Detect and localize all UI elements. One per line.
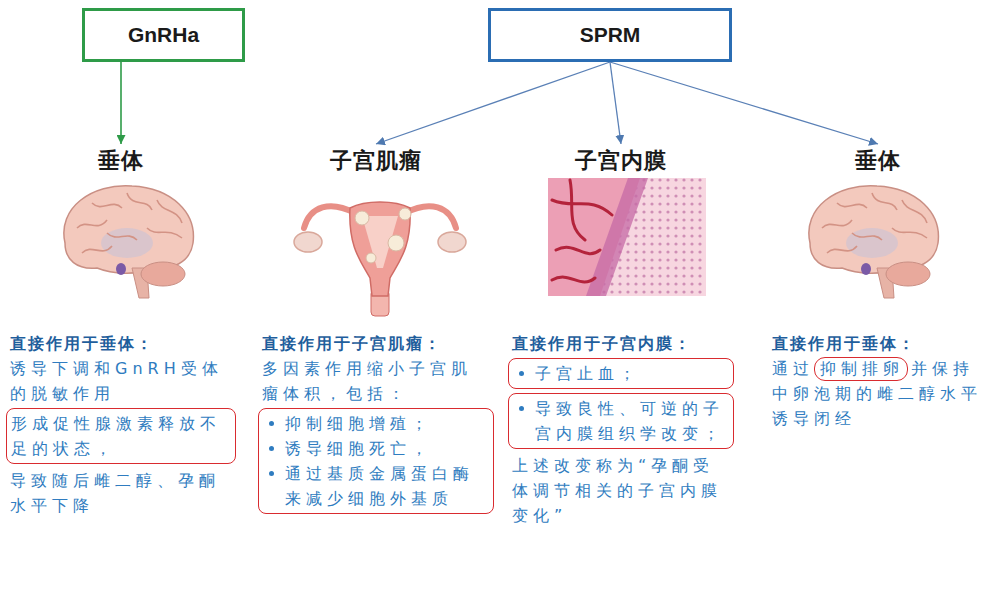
bullet-dot bbox=[269, 446, 274, 451]
ovary bbox=[438, 232, 466, 252]
bullet-text: 通过基质金属蛋白酶来减少细胞外基质 bbox=[285, 464, 474, 508]
image-space bbox=[512, 176, 730, 332]
fibroid bbox=[366, 253, 376, 263]
bullet-item: 导致良性、可逆的子宫内膜组织学改变； bbox=[513, 396, 729, 446]
body-text: 上述改变称为“孕酮受体调节相关的子宫内膜变化” bbox=[512, 453, 730, 528]
target-heading: 垂体 bbox=[772, 146, 984, 176]
tissue-ground bbox=[548, 178, 706, 296]
highlight-text: 抑制排卵 bbox=[820, 359, 904, 378]
fibroid bbox=[355, 211, 369, 225]
brain-illustration bbox=[64, 186, 194, 298]
box-label: SPRM bbox=[580, 23, 641, 47]
effect-column: 子宫肌瘤直接作用于子宫肌瘤：多因素作用缩小子宫肌瘤体积，包括： 抑制细胞增殖； 诱导… bbox=[262, 146, 490, 518]
section-subheading: 直接作用于垂体： bbox=[10, 332, 232, 356]
bullet-text: 导致良性、可逆的子宫内膜组织学改变； bbox=[535, 399, 724, 443]
body-text: 多因素作用缩小子宫肌瘤体积，包括： bbox=[262, 356, 490, 406]
bullet-dot bbox=[519, 406, 524, 411]
bullet-text: 诱导细胞死亡， bbox=[285, 439, 432, 458]
highlight-box: 导致良性、可逆的子宫内膜组织学改变； bbox=[508, 393, 734, 449]
bullet-item: 诱导细胞死亡， bbox=[263, 436, 489, 461]
section-subheading: 直接作用于子宫内膜： bbox=[512, 332, 730, 356]
effect-column: 子宫内膜直接作用于子宫内膜： 子宫止血； 导致良性、可逆的子宫内膜组织学改变； 上述改… bbox=[512, 146, 730, 528]
bullet-item: 子宫止血； bbox=[513, 361, 729, 386]
body-text: 通过 bbox=[772, 359, 814, 378]
bullet-dot bbox=[269, 471, 274, 476]
connector-arrow bbox=[610, 62, 621, 144]
highlight-text: 形成促性腺激素释放不足的状态， bbox=[11, 411, 231, 461]
body-text: 诱导下调和GnRH受体的脱敏作用 bbox=[10, 356, 232, 406]
effect-column: 垂体直接作用于垂体：诱导下调和GnRH受体的脱敏作用形成促性腺激素释放不足的状态… bbox=[10, 146, 232, 518]
highlight-box: 抑制细胞增殖； 诱导细胞死亡， 通过基质金属蛋白酶来减少细胞外基质 bbox=[258, 408, 494, 514]
bullet-text: 子宫止血； bbox=[535, 364, 640, 383]
brain-illustration bbox=[809, 186, 939, 298]
target-heading: 垂体 bbox=[10, 146, 232, 176]
target-heading: 子宫内膜 bbox=[512, 146, 730, 176]
body-paragraph: 通过抑制排卵并保持中卵泡期的雌二醇水平诱导闭经 bbox=[772, 356, 984, 431]
effect-column: 垂体直接作用于垂体：通过抑制排卵并保持中卵泡期的雌二醇水平诱导闭经 bbox=[772, 146, 984, 431]
bullet-text: 抑制细胞增殖； bbox=[285, 414, 432, 433]
uterus-illustration bbox=[294, 202, 466, 316]
image-space bbox=[262, 176, 490, 332]
connector-arrow bbox=[376, 62, 610, 144]
highlight-pill: 抑制排卵 bbox=[814, 357, 908, 381]
section-subheading: 直接作用于子宫肌瘤： bbox=[262, 332, 490, 356]
target-heading: 子宫肌瘤 bbox=[262, 146, 490, 176]
fibroid bbox=[399, 208, 411, 220]
connector-arrow bbox=[610, 62, 878, 144]
bullet-item: 抑制细胞增殖； bbox=[263, 411, 489, 436]
box-label: GnRHa bbox=[128, 23, 199, 47]
image-space bbox=[10, 176, 232, 332]
bullet-dot bbox=[519, 371, 524, 376]
highlight-box: 形成促性腺激素释放不足的状态， bbox=[6, 408, 236, 464]
bullet-dot bbox=[269, 421, 274, 426]
blood-vessels bbox=[552, 180, 612, 282]
body-text: 导致随后雌二醇、孕酮水平下降 bbox=[10, 468, 232, 518]
image-space bbox=[772, 176, 984, 332]
uterus-body bbox=[350, 202, 410, 296]
bullet-item: 通过基质金属蛋白酶来减少细胞外基质 bbox=[263, 461, 489, 511]
section-subheading: 直接作用于垂体： bbox=[772, 332, 984, 356]
connector-arrow bbox=[120, 62, 122, 144]
drug-box: SPRM bbox=[488, 8, 732, 62]
highlight-box: 子宫止血； bbox=[508, 358, 734, 389]
endometrium-tissue bbox=[548, 178, 706, 296]
drug-box: GnRHa bbox=[82, 8, 245, 62]
fibroid bbox=[388, 235, 404, 251]
ovary bbox=[294, 232, 322, 252]
